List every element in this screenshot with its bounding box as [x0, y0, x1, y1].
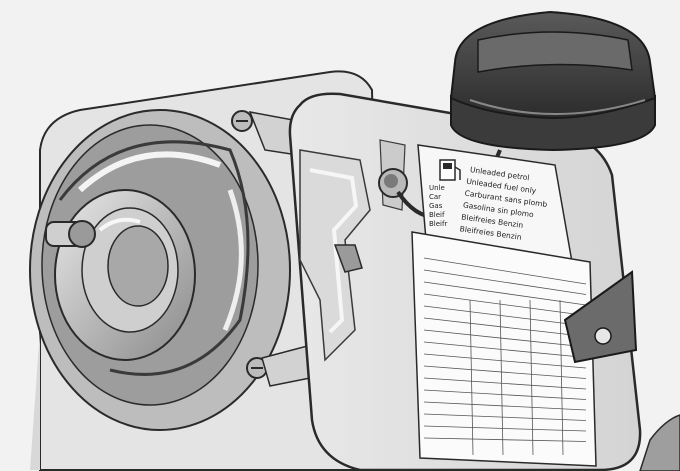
sticker-side-fragment-2: Car [429, 193, 441, 201]
fuel-label-sticker: Unle Car Gas Bleif Bleifr Unleaded petro… [417, 144, 573, 263]
table-rule-line [423, 377, 587, 390]
sticker-side-fragment-4: Bleif [429, 211, 445, 219]
table-rule-line [423, 365, 587, 379]
fuel-pump-icon [439, 159, 461, 181]
table-rule-line [423, 437, 587, 442]
table-column-line [529, 299, 534, 456]
sticker-side-fragment-5: Bleifr [429, 220, 447, 228]
sticker-side-fragment-3: Gas [429, 202, 443, 210]
table-rule-line [423, 425, 587, 432]
table-rule-line [423, 269, 587, 295]
table-rule-line [423, 329, 587, 348]
flap-latch-bracket [563, 270, 638, 364]
filler-neck [54, 189, 196, 361]
hinge-screw-top [231, 110, 253, 132]
table-rule-line [423, 281, 587, 306]
table-column-line [559, 299, 564, 456]
table-rule-line [423, 353, 587, 369]
tether-anchor-peg [45, 220, 96, 248]
table-rule-line [423, 413, 587, 421]
table-rule-line [423, 401, 587, 411]
table-rule-line [423, 305, 587, 327]
fuel-cap [449, 10, 657, 152]
tyre-pressure-table-sticker [411, 231, 597, 467]
table-rule-line [423, 293, 587, 316]
table-rule-line [423, 389, 587, 400]
sticker-side-fragment-1: Unle [429, 184, 445, 192]
table-column-line [499, 299, 504, 456]
cap-retainer-button [378, 168, 408, 198]
body-panel-right-edge [639, 414, 680, 471]
table-rule-line [423, 257, 587, 285]
table-rule-line [423, 341, 587, 358]
table-column-line [469, 299, 474, 456]
table-rule-line [423, 317, 587, 337]
